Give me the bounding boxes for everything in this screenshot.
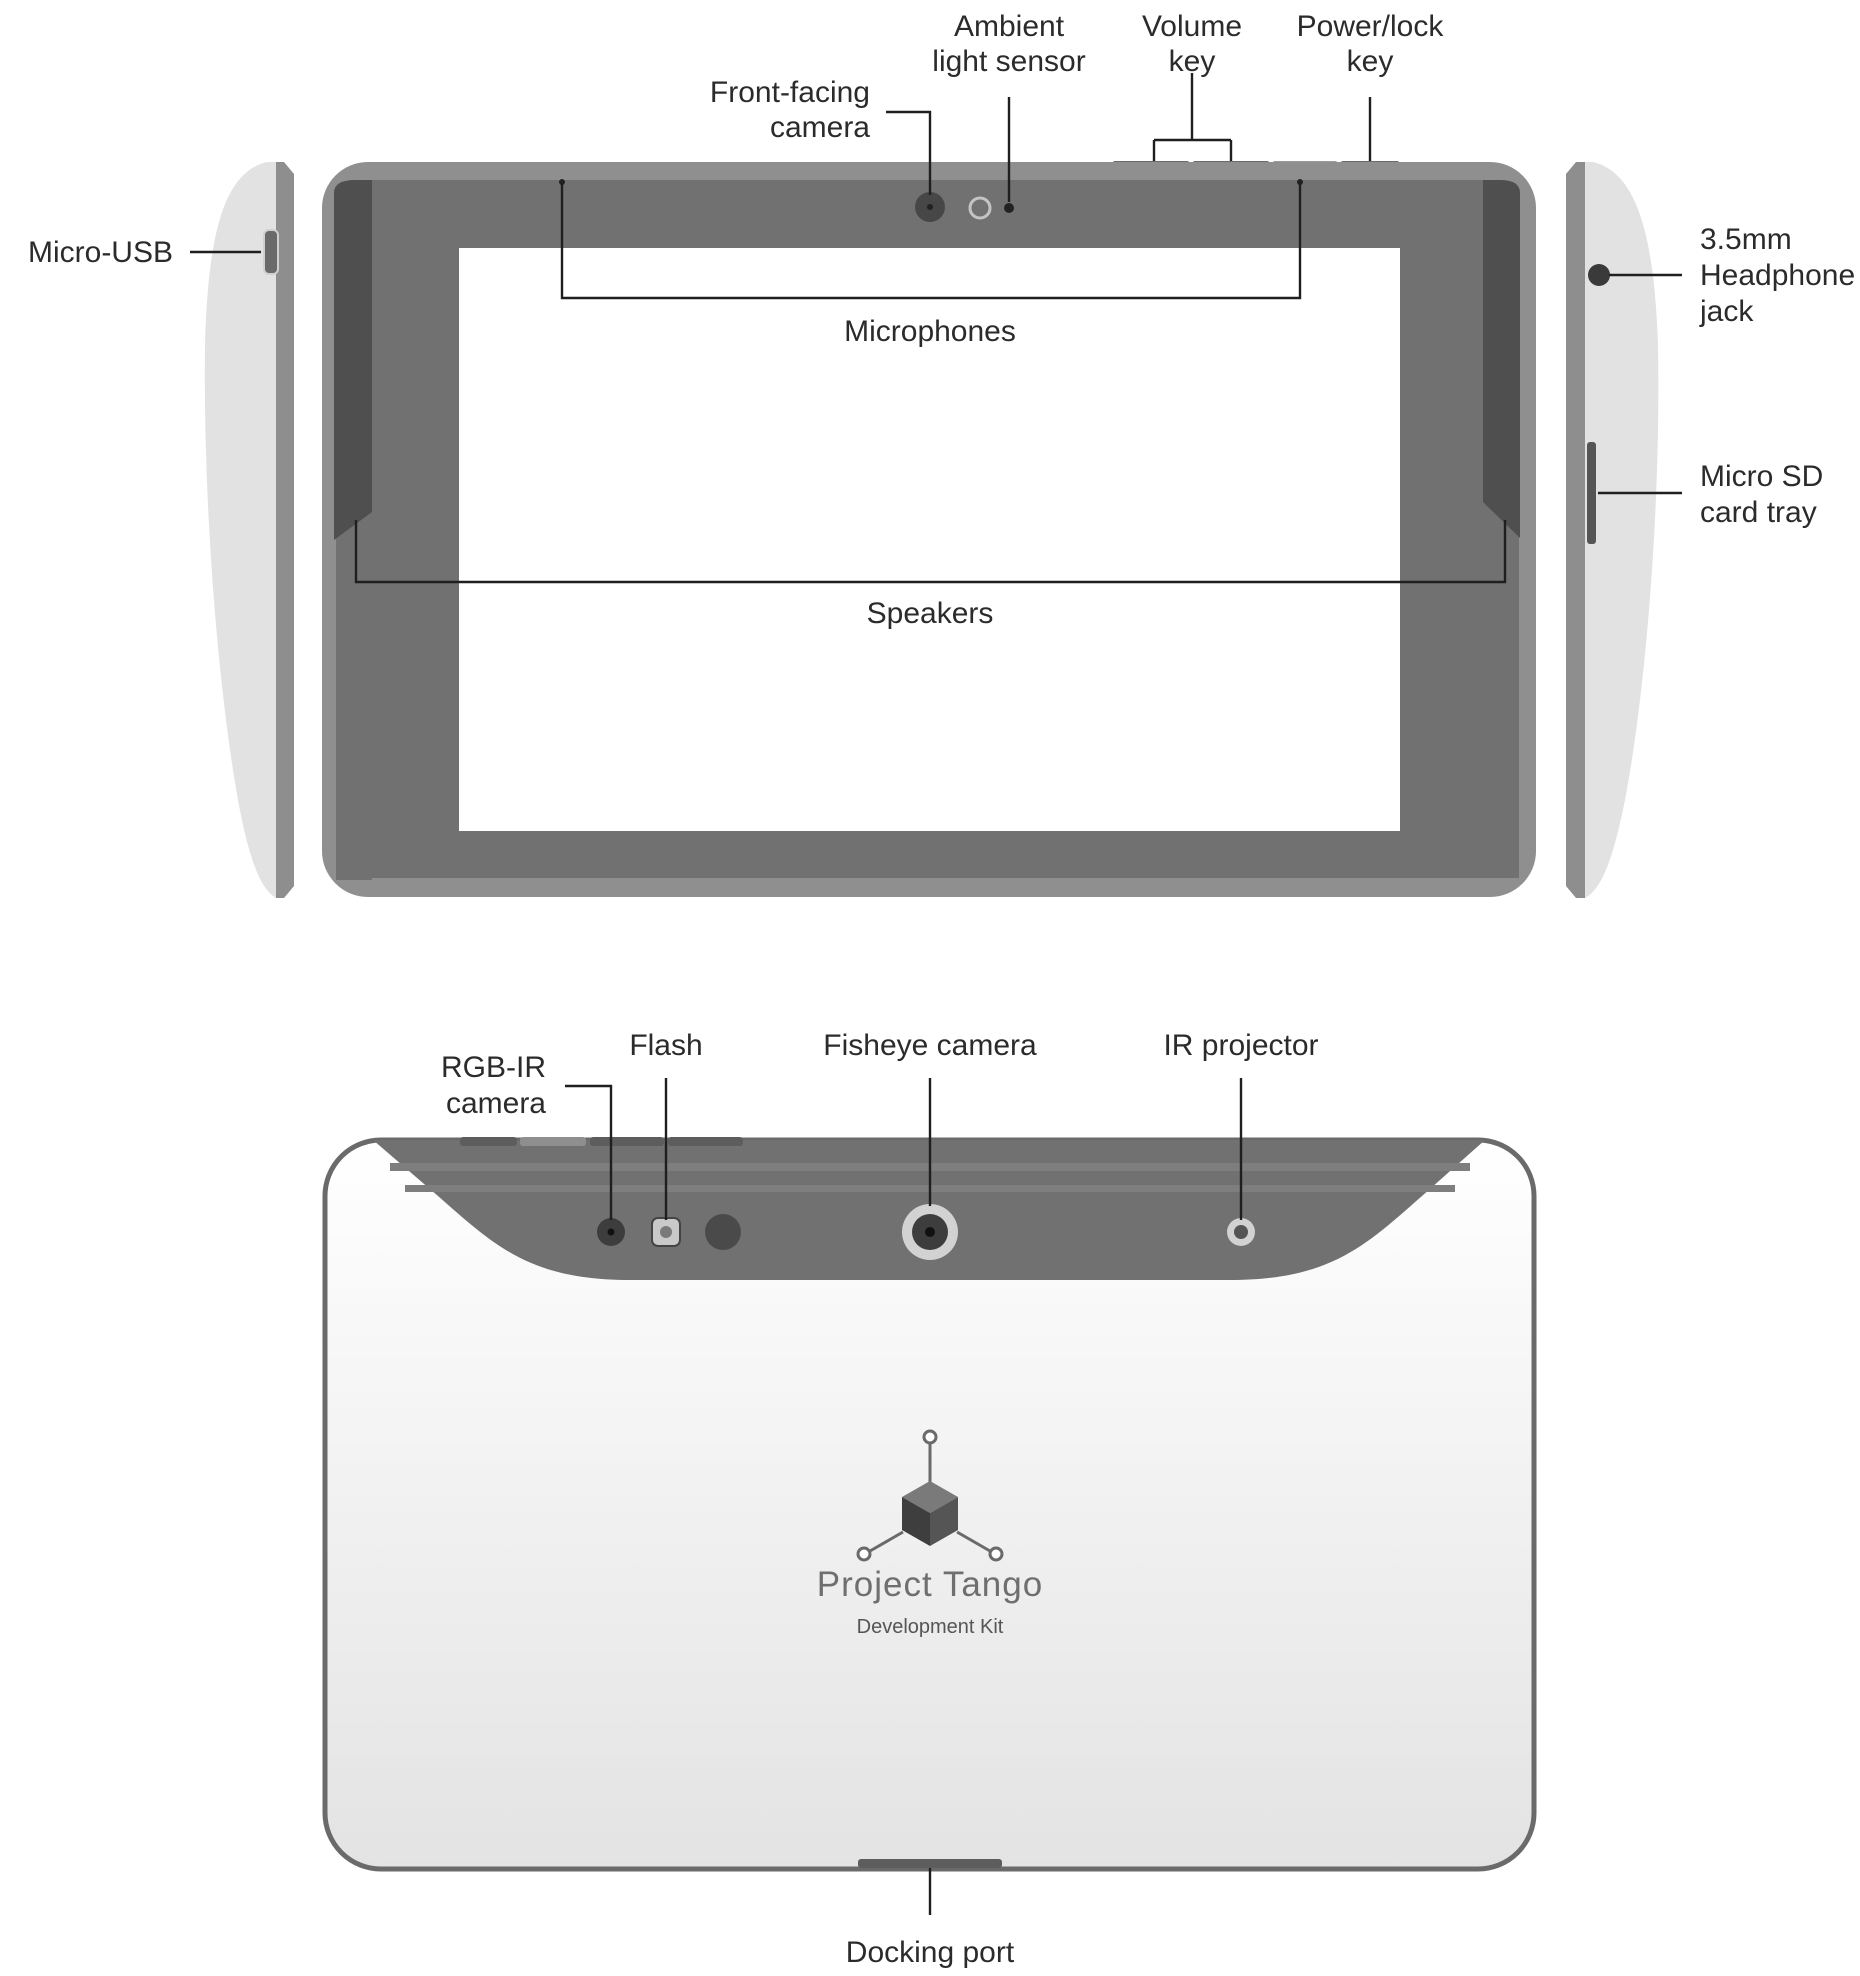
cube-left bbox=[902, 1497, 930, 1546]
label-micro-usb: Micro-USB bbox=[28, 236, 173, 269]
ambient-light-sensor bbox=[968, 196, 992, 220]
label-front-camera-2: camera bbox=[770, 111, 870, 144]
brand-name: Project Tango bbox=[817, 1565, 1043, 1604]
label-ir-projector: IR projector bbox=[1163, 1029, 1318, 1062]
label-speakers: Speakers bbox=[867, 597, 994, 630]
front-labels: Micro-USB Front-facing camera Ambient li… bbox=[28, 10, 1855, 630]
label-headphone-1: 3.5mm bbox=[1700, 223, 1792, 256]
label-rgbir-2: camera bbox=[446, 1087, 546, 1120]
microsd-tray bbox=[1587, 442, 1596, 544]
label-front-camera-1: Front-facing bbox=[710, 76, 870, 109]
label-power-1: Power/lock bbox=[1297, 10, 1445, 43]
right-side-profile bbox=[1566, 162, 1659, 898]
label-headphone-3: jack bbox=[1699, 295, 1754, 328]
headphone-jack bbox=[1588, 264, 1610, 286]
label-docking-port: Docking port bbox=[846, 1936, 1015, 1969]
micro-usb-port bbox=[263, 229, 279, 275]
speaker-left bbox=[334, 180, 372, 540]
front-leader-lines bbox=[190, 73, 1682, 584]
left-side-profile bbox=[204, 162, 294, 898]
label-microsd-2: card tray bbox=[1700, 496, 1817, 529]
label-ambient-1: Ambient bbox=[954, 10, 1065, 43]
back-labels: RGB-IR camera Flash Fisheye camera IR pr… bbox=[441, 1029, 1319, 1969]
label-headphone-2: Headphone bbox=[1700, 259, 1855, 292]
label-volume-2: key bbox=[1169, 45, 1216, 78]
label-volume-1: Volume bbox=[1142, 10, 1242, 43]
tablet-front bbox=[322, 162, 1536, 897]
label-microphones: Microphones bbox=[844, 315, 1016, 348]
label-rgbir-1: RGB-IR bbox=[441, 1051, 546, 1084]
project-tango-logo: Project Tango Development Kit bbox=[817, 1429, 1043, 1638]
label-flash: Flash bbox=[629, 1029, 702, 1062]
speaker-right bbox=[1483, 180, 1520, 538]
label-microsd-1: Micro SD bbox=[1700, 460, 1823, 493]
brand-subtitle: Development Kit bbox=[857, 1616, 1004, 1638]
cube-right bbox=[930, 1497, 958, 1546]
depth-sensor bbox=[705, 1214, 741, 1250]
docking-port bbox=[858, 1859, 1002, 1868]
back-leader-lines bbox=[565, 1078, 1243, 1915]
screen bbox=[459, 248, 1400, 831]
label-power-2: key bbox=[1347, 45, 1394, 78]
label-fisheye: Fisheye camera bbox=[823, 1029, 1037, 1062]
label-ambient-2: light sensor bbox=[932, 45, 1085, 78]
